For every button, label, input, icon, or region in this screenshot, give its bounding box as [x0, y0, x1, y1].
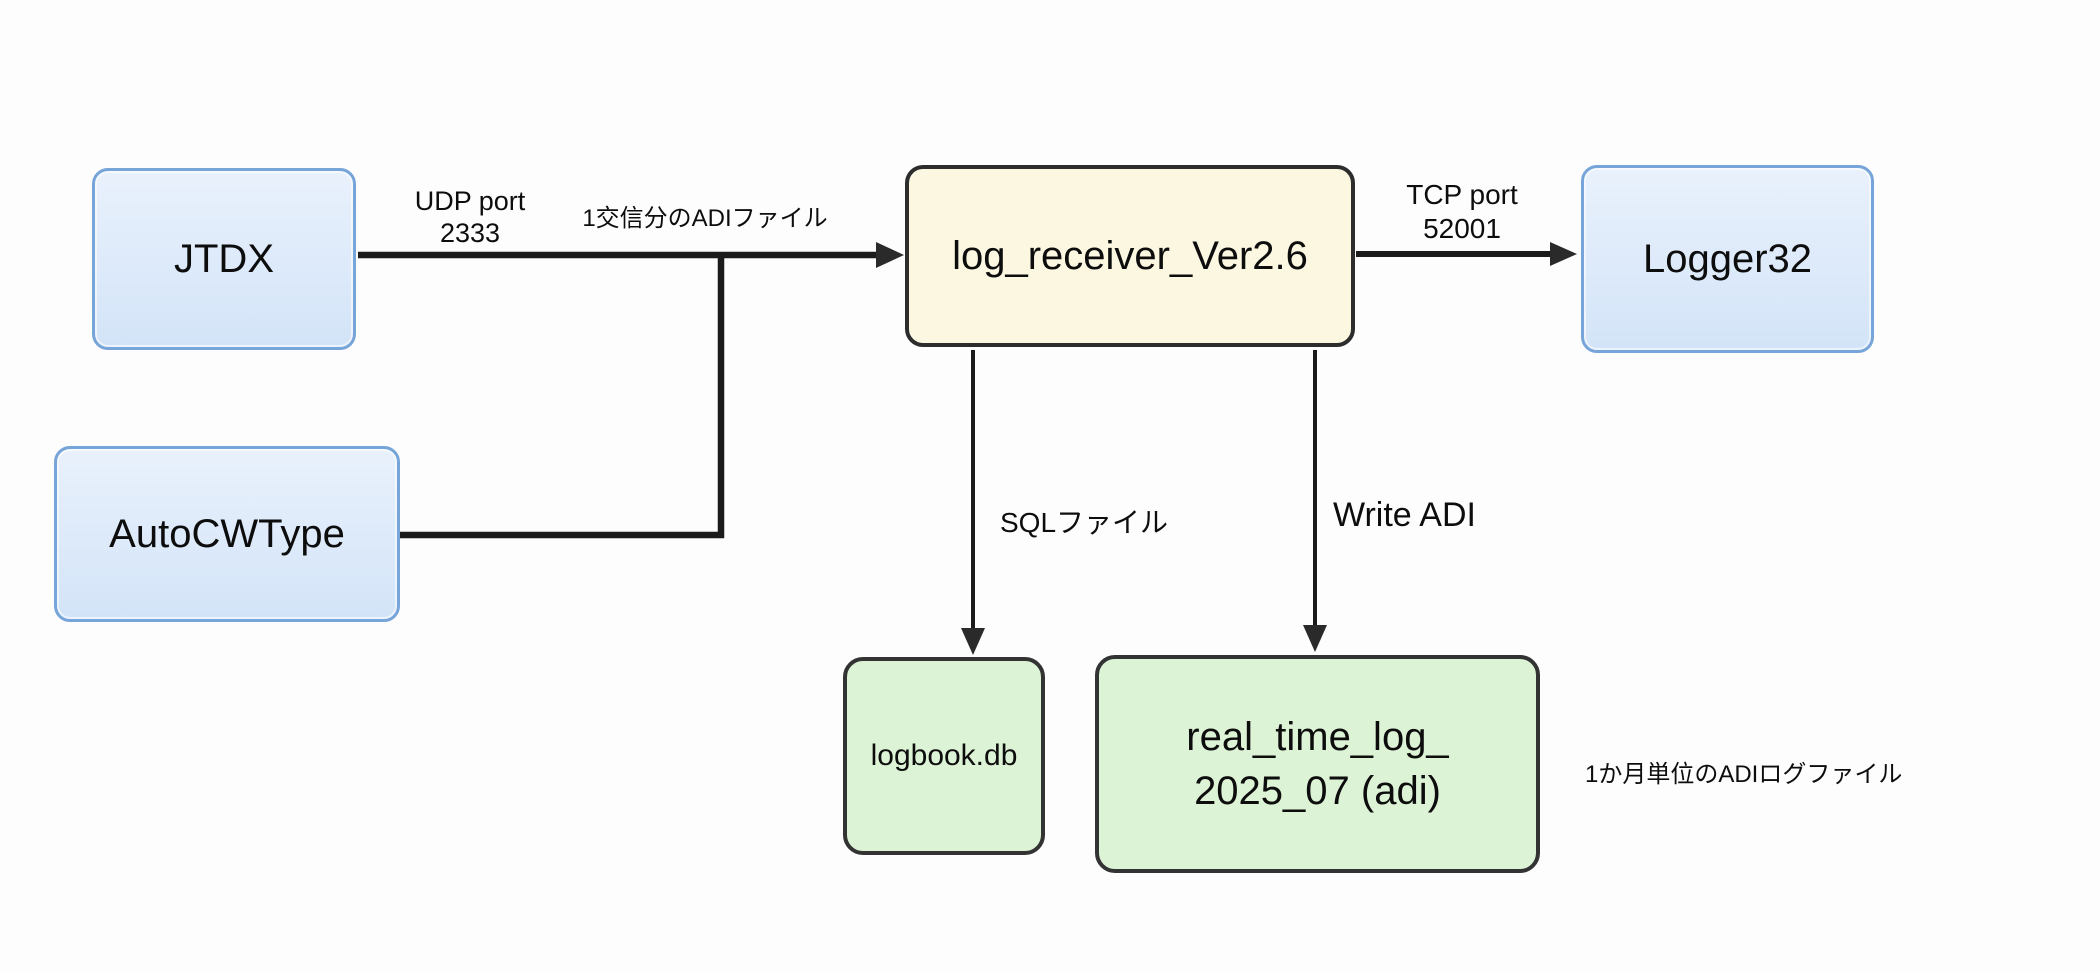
node-real-time-log-line2: 2025_07 (adi) [1194, 769, 1441, 813]
arrowhead-into-logger32 [1550, 242, 1577, 266]
edge-label-adi-file: 1交信分のADIファイル [582, 205, 828, 232]
node-real-time-log-line1: real_time_log_ [1186, 715, 1449, 759]
node-real-time-log-label: real_time_log_ 2025_07 (adi) [1186, 710, 1448, 818]
node-real-time-log: real_time_log_ 2025_07 (adi) [1095, 655, 1540, 873]
node-jtdx-label: JTDX [174, 236, 274, 281]
node-log-receiver: log_receiver_Ver2.6 [905, 165, 1355, 347]
node-logger32: Logger32 [1581, 165, 1874, 353]
node-log-receiver-label: log_receiver_Ver2.6 [952, 233, 1308, 278]
node-autocwtype-label: AutoCWType [109, 511, 345, 556]
annotation-monthly-adi-note: 1か月単位のADIログファイル [1585, 761, 1903, 788]
arrowhead-into-receiver [876, 242, 904, 268]
edge-label-udp-port-line2: 2333 [439, 218, 501, 249]
node-logger32-label: Logger32 [1642, 236, 1813, 281]
node-jtdx: JTDX [92, 168, 356, 350]
edge-label-tcp-port-line1: TCP port [1406, 179, 1518, 210]
edge-label-write-adi: Write ADI [1333, 496, 1476, 534]
node-logbook-db: logbook.db [843, 657, 1045, 855]
edge-label-udp-port-line1: UDP port [414, 186, 526, 216]
node-autocwtype: AutoCWType [54, 446, 400, 622]
arrowhead-into-logbook [961, 628, 985, 655]
edge-label-udp-port: UDP port 2333 [380, 185, 560, 250]
edge-label-tcp-port: TCP port 52001 [1377, 178, 1547, 245]
edge-label-tcp-port-line2: 52001 [1423, 212, 1501, 244]
edge-label-sql-file: SQLファイル [1000, 507, 1169, 538]
arrowhead-into-realtime [1303, 625, 1327, 652]
edge-autocw-to-junction [400, 252, 725, 539]
node-logbook-db-label: logbook.db [870, 739, 1018, 772]
